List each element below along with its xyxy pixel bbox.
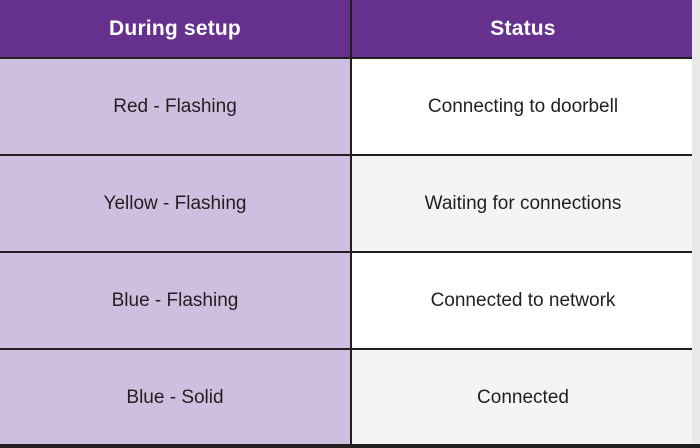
cell-indicator: Blue - Flashing [0, 251, 352, 350]
right-edge-gutter [692, 0, 700, 448]
bottom-edge-border [0, 444, 700, 448]
column-header-during-setup: During setup [0, 0, 352, 59]
cell-indicator: Red - Flashing [0, 57, 352, 156]
cell-status: Connecting to doorbell [350, 57, 694, 156]
table-row: Red - Flashing Connecting to doorbell [0, 57, 694, 156]
cell-indicator: Blue - Solid [0, 348, 352, 446]
table-header-row: During setup Status [0, 0, 694, 59]
column-header-status: Status [350, 0, 694, 59]
table-row: Blue - Flashing Connected to network [0, 251, 694, 350]
table-row: Yellow - Flashing Waiting for connection… [0, 154, 694, 253]
table-header: During setup Status [0, 0, 694, 59]
table-row: Blue - Solid Connected [0, 348, 694, 446]
cell-status: Connected [350, 348, 694, 446]
table-body: Red - Flashing Connecting to doorbell Ye… [0, 57, 694, 446]
cell-indicator: Yellow - Flashing [0, 154, 352, 253]
cell-status: Waiting for connections [350, 154, 694, 253]
cell-status: Connected to network [350, 251, 694, 350]
